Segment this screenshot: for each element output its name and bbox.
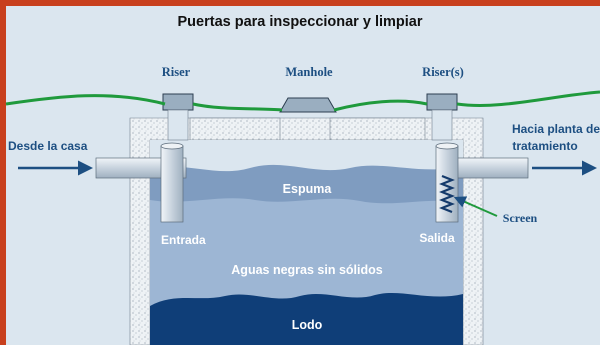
inlet-label: Entrada [161,233,206,247]
manhole-lid [279,97,337,113]
manhole-label: Manhole [285,65,333,79]
sludge-label: Lodo [292,318,323,332]
inlet-tee [160,145,184,223]
scum-label: Espuma [283,182,333,196]
ground-line [5,90,600,112]
sludge-layer [150,292,463,345]
riser-left-label: Riser [162,65,191,79]
to-plant-label-line1: Hacia planta de [512,122,600,136]
riser-left-shaft [167,109,189,141]
screen-label: Screen [503,211,538,225]
scum-layer [150,164,463,204]
outlet-label: Salida [419,231,455,245]
to-plant-label-line2: tratamiento [512,139,577,153]
diagram-title: Puertas para inspeccionar y limpiar [178,14,423,30]
effluent-screen [439,174,455,214]
screen-pointer [453,196,498,217]
tank-lid-middle [329,117,426,141]
riser-right-collar [426,93,458,111]
tank-lid-left [189,117,281,141]
clear-zone-label: Aguas negras sin sólidos [231,263,382,277]
from-house-label: Desde la casa [8,139,88,153]
outlet-tee-top [435,142,459,150]
riser-left-collar [162,93,194,111]
inlet-tee-top [160,142,184,150]
riser-right-label: Riser(s) [422,65,464,79]
riser-right-shaft [431,109,453,141]
